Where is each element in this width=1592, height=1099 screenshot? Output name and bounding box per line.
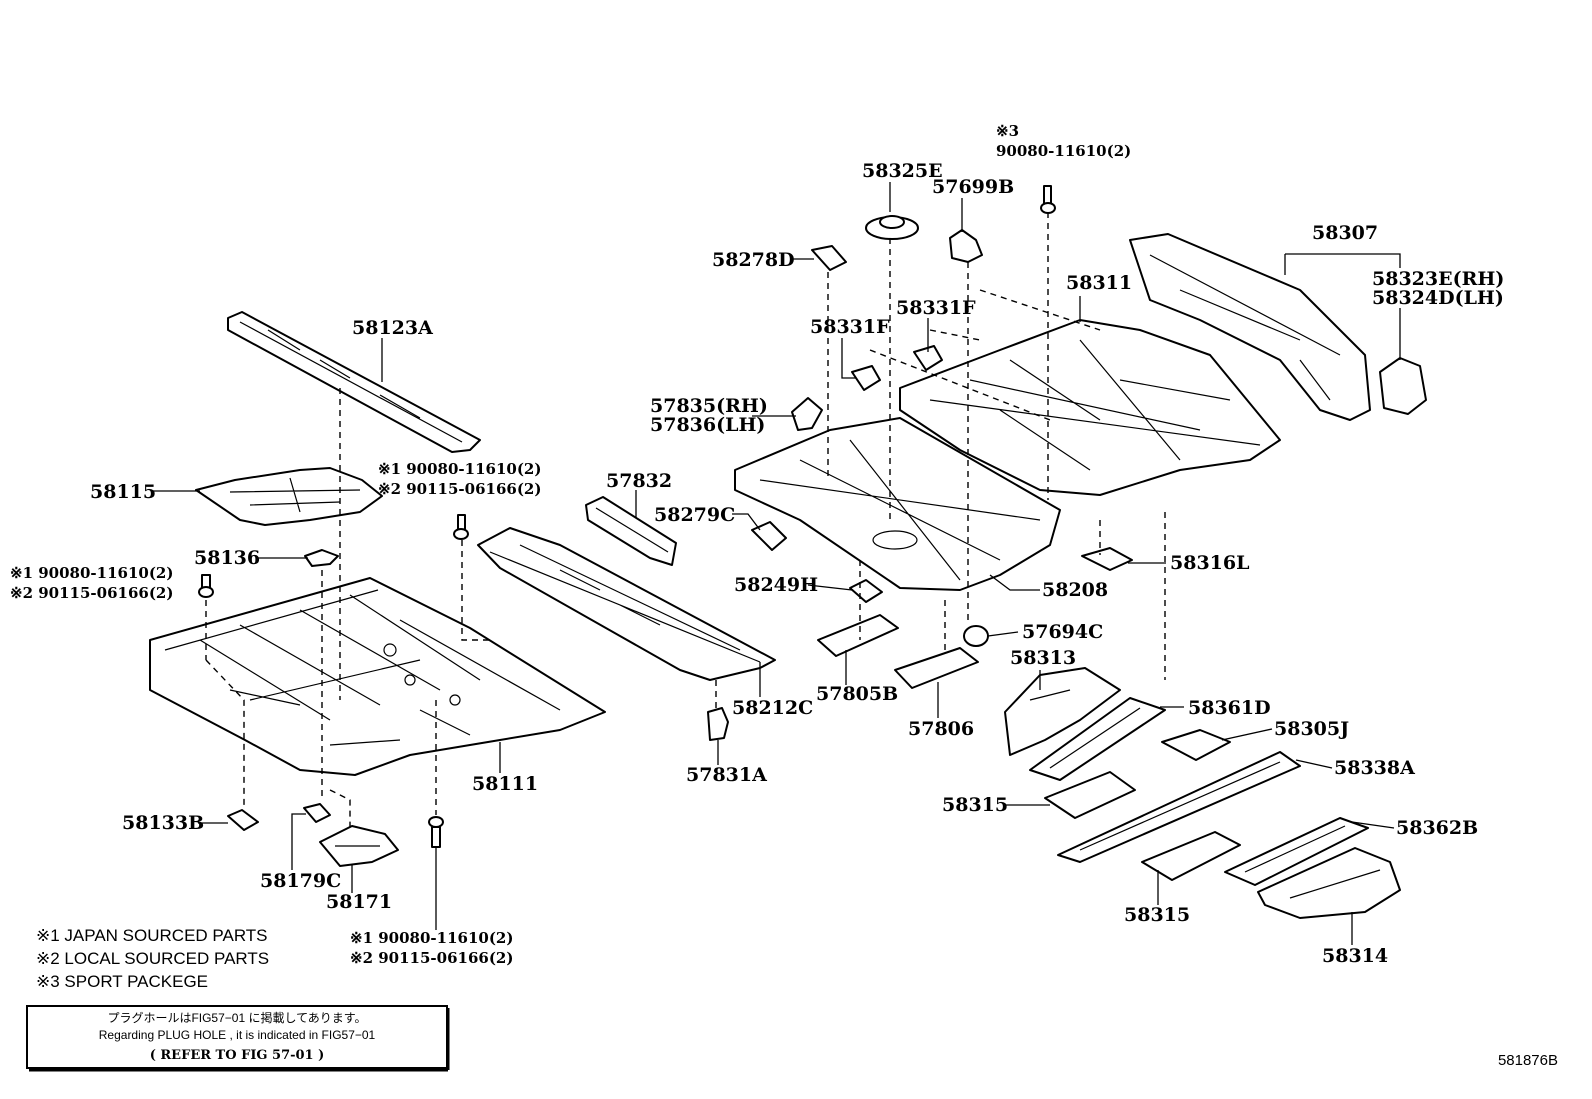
label-58315-upper: 58315 [942, 794, 1008, 816]
part-58249h-shape [849, 579, 883, 603]
notice-english: Regarding PLUG HOLE , it is indicated in… [99, 1028, 376, 1042]
label-58249h: 58249H [734, 574, 818, 596]
part-58179c-shape [303, 803, 331, 823]
legend-line-2: ※2 LOCAL SOURCED PARTS [36, 949, 269, 968]
notice-refer: ( REFER TO FIG 57-01 ) [150, 1048, 325, 1063]
fastener-bottom-2: ※2 90115-06166(2) [350, 949, 513, 967]
part-57805b-shape [817, 614, 899, 657]
label-58171: 58171 [326, 891, 392, 913]
bolt-mid-icon [453, 514, 469, 540]
label-58338a: 58338A [1334, 757, 1415, 779]
legend-line-3: ※3 SPORT PACKEGE [36, 972, 208, 991]
label-57832: 57832 [606, 470, 672, 492]
label-58324d: 58324D(LH) [1372, 287, 1504, 309]
part-58171-shape [319, 825, 399, 867]
part-58315-upper-shape [1044, 771, 1136, 819]
part-58208-shape [734, 417, 1061, 591]
part-58325e-shape [865, 215, 919, 240]
part-58279c-shape [751, 521, 787, 551]
part-58307-shape [1129, 233, 1371, 421]
label-58315-lower: 58315 [1124, 904, 1190, 926]
part-58278d-shape [811, 245, 847, 271]
label-58362b: 58362B [1396, 817, 1478, 839]
label-58305j: 58305J [1274, 718, 1349, 740]
part-58362b-shape [1224, 817, 1369, 886]
label-58279c: 58279C [654, 504, 735, 526]
part-58133b-shape [227, 809, 259, 831]
part-58305j-shape [1161, 729, 1231, 761]
part-58111-shape [149, 577, 606, 776]
alignment-lines [205, 212, 1166, 830]
fastener-mid-2: ※2 90115-06166(2) [378, 480, 541, 498]
label-58331f-left: 58331F [810, 316, 890, 338]
label-57694c: 57694C [1022, 621, 1103, 643]
legend-line-1: ※1 JAPAN SOURCED PARTS [36, 926, 268, 945]
fastener-left-1: ※1 90080-11610(2) [10, 564, 173, 582]
bolt-left-icon [198, 574, 214, 598]
label-58314: 58314 [1322, 945, 1388, 967]
part-57699b-shape [949, 229, 983, 263]
fastener-top-part: 90080-11610(2) [996, 142, 1131, 160]
notice-box: プラグホールはFIG57−01 に掲載してあります。 Regarding PLU… [26, 1005, 450, 1072]
label-58123a: 58123A [352, 317, 433, 339]
part-57806-shape [894, 647, 979, 689]
part-57832-shape [585, 496, 677, 566]
fastener-left-2: ※2 90115-06166(2) [10, 584, 173, 602]
label-58136: 58136 [194, 547, 260, 569]
part-58316l-shape [1081, 547, 1133, 571]
notice-japanese: プラグホールはFIG57−01 に掲載してあります。 [107, 1010, 366, 1025]
label-58133b: 58133B [122, 812, 204, 834]
label-57831a: 57831A [686, 764, 767, 786]
label-58325e: 58325E [862, 160, 943, 182]
label-58208: 58208 [1042, 579, 1108, 601]
label-58361d: 58361D [1188, 697, 1271, 719]
bolt-bottom-icon [428, 816, 444, 848]
label-57836: 57836(LH) [650, 414, 765, 436]
label-57805b: 57805B [816, 683, 898, 705]
part-58315-lower-shape [1141, 831, 1241, 881]
label-57835: 57835(RH) [650, 395, 768, 417]
part-58123a-shape [227, 311, 481, 453]
fastener-top-mark: ※3 [996, 122, 1019, 140]
fastener-mid-1: ※1 90080-11610(2) [378, 460, 541, 478]
part-58314-shape [1257, 847, 1401, 919]
part-58331f-left-shape [851, 365, 881, 391]
label-58331f-right: 58331F [896, 297, 976, 319]
fastener-bottom-1: ※1 90080-11610(2) [350, 929, 513, 947]
part-58313-shape [1004, 667, 1121, 756]
label-58313: 58313 [1010, 647, 1076, 669]
part-58338a-shape [1057, 751, 1301, 863]
leader-lines [152, 182, 1401, 945]
part-58331f-right-shape [913, 345, 943, 371]
label-58307: 58307 [1312, 222, 1378, 244]
label-58323e: 58323E(RH) [1372, 268, 1504, 290]
part-57831a-shape [707, 707, 729, 741]
part-58136-shape [304, 549, 339, 567]
part-58115-shape [195, 467, 383, 526]
label-58115: 58115 [90, 481, 156, 503]
part-57694c-shape [963, 625, 989, 647]
label-58179c: 58179C [260, 870, 341, 892]
part-58361d-shape [1029, 697, 1166, 781]
label-58212c: 58212C [732, 697, 813, 719]
bolt-top-icon [1040, 185, 1056, 214]
label-57699b: 57699B [932, 176, 1014, 198]
label-58111: 58111 [472, 773, 538, 795]
label-58316l: 58316L [1170, 552, 1249, 574]
figure-id: 581876B [1498, 1052, 1558, 1069]
part-58212c-shape [477, 527, 776, 681]
label-58278d: 58278D [712, 249, 795, 271]
part-58323e-shape [1379, 357, 1427, 415]
label-57806: 57806 [908, 718, 974, 740]
label-58311: 58311 [1066, 272, 1132, 294]
part-57835-shape [791, 397, 823, 431]
